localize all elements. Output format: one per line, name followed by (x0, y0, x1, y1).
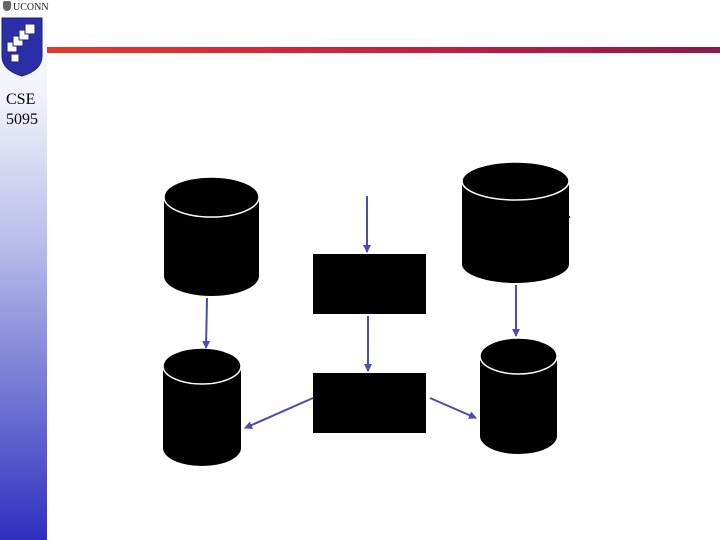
process-box-bottom (313, 373, 426, 433)
database-cylinder-top-right (461, 161, 570, 283)
arrow-db-top-left-to-db-bottom-left (202, 297, 211, 349)
database-cylinder-top-left (163, 176, 260, 296)
process-box-top (313, 254, 426, 314)
sidebar: UCONN CSE 5095 (0, 0, 49, 540)
header-accent-line (47, 47, 720, 53)
course-logo-icon (1, 17, 43, 77)
university-seal-icon (3, 1, 11, 11)
database-cylinder-bottom-right (479, 337, 558, 454)
university-header: UCONN (3, 1, 49, 13)
arrow-box-bottom-to-db-bottom-right (429, 397, 477, 419)
course-code: CSE 5095 (6, 90, 38, 130)
arrow-box-bottom-to-db-bottom-left (244, 397, 314, 429)
course-code-line2: 5095 (6, 111, 38, 128)
university-name: UCONN (13, 2, 49, 13)
database-cylinder-bottom-left (162, 347, 242, 466)
course-code-line1: CSE (6, 91, 36, 108)
